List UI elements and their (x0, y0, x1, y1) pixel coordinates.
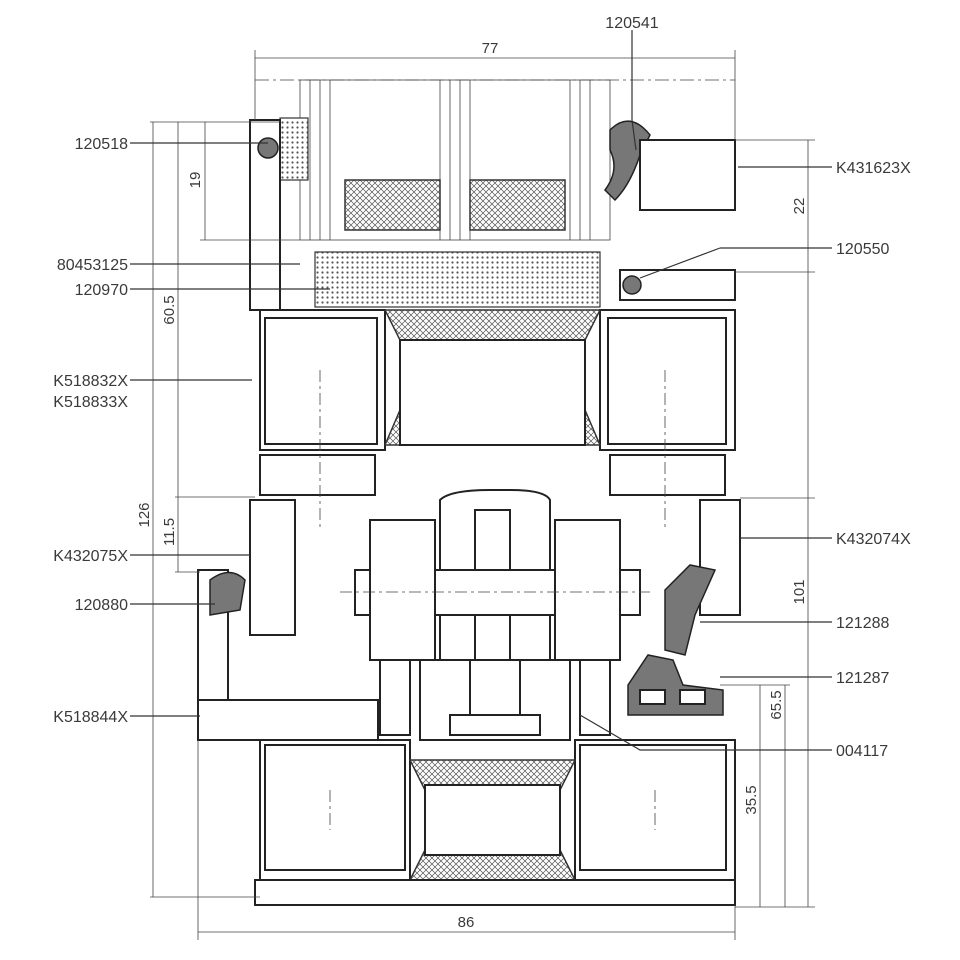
label-120541: 120541 (605, 15, 658, 32)
hardware-center (354, 489, 641, 741)
dim-19: 19 (187, 172, 204, 189)
label-K518832X: K518832X (53, 373, 128, 390)
dim-bottom-width: 86 (458, 914, 475, 931)
dim-65-5: 65.5 (768, 690, 785, 719)
label-K518844X: K518844X (53, 709, 128, 726)
label-120518: 120518 (75, 136, 128, 153)
dimension-lines (150, 50, 815, 940)
part-labels-right: 120541 K431623X 120550 K432074X 121288 1… (605, 15, 911, 760)
dim-126: 126 (136, 502, 153, 527)
dim-11-5: 11.5 (161, 518, 178, 546)
label-K432074X: K432074X (836, 531, 911, 548)
dim-22: 22 (791, 198, 808, 215)
glazing-unit (255, 79, 735, 308)
label-K432075X: K432075X (53, 548, 128, 565)
label-120970: 120970 (75, 282, 128, 299)
dim-top-width: 77 (482, 40, 499, 57)
label-120880: 120880 (75, 597, 128, 614)
dim-60-5: 60.5 (161, 295, 178, 324)
dimension-values: 77 86 19 60.5 126 11.5 22 101 65.5 35.5 (136, 40, 808, 931)
label-121288: 121288 (836, 615, 889, 632)
dim-35-5: 35.5 (743, 785, 760, 814)
label-80453125: 80453125 (57, 257, 128, 274)
center-lines (319, 370, 666, 830)
part-labels-left: 120518 80453125 120970 K518832X K518833X… (53, 136, 128, 726)
label-121287: 121287 (836, 670, 889, 687)
dim-101: 101 (791, 579, 808, 604)
label-120550: 120550 (836, 241, 889, 258)
label-K431623X: K431623X (836, 160, 911, 177)
leader-lines (130, 30, 832, 751)
frame-profiles (197, 119, 741, 906)
label-004117: 004117 (836, 743, 888, 760)
label-K518833X: K518833X (53, 394, 128, 411)
